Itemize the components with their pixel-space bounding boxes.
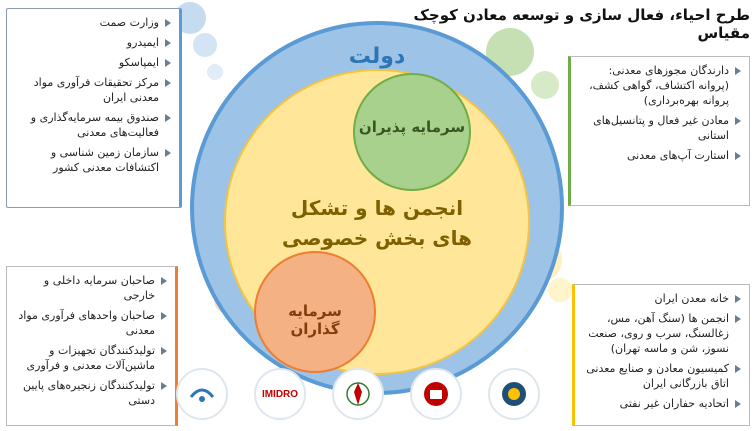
list-item: تولیدکنندگان تجهیزات و ماشین‌آلات معدنی … — [15, 343, 167, 373]
deco-bubble — [174, 2, 206, 34]
deco-bubble — [207, 64, 223, 80]
list-item: صاحبان واحدهای فرآوری مواد معدنی — [15, 308, 167, 338]
list-item: معادن غیر فعال و پتانسیل‌های استانی — [579, 113, 741, 143]
logo-imidro: IMIDRO — [254, 368, 306, 420]
list-item: تولیدکنندگان زنجیره‌های پایین دستی — [15, 378, 167, 408]
investors-circle — [254, 251, 376, 373]
deco-bubble — [486, 28, 534, 76]
list-item: ایمپاسکو — [15, 55, 171, 70]
investors-box: صاحبان سرمایه داخلی و خارجی صاحبان واحده… — [6, 266, 178, 426]
page-title: طرح احیاء، فعال سازی و توسعه معادن کوچک … — [413, 6, 750, 42]
list-item: سازمان زمین شناسی و اکتشافات معدنی کشور — [15, 145, 171, 175]
center-label-line2: های بخش خصوصی — [281, 226, 473, 250]
list-item: ایمیدرو — [15, 35, 171, 50]
list-item: خانه معدن ایران — [583, 291, 741, 306]
imidro-logo-text: IMIDRO — [261, 388, 299, 400]
list-item: وزارت صمت — [15, 15, 171, 30]
center-label-line1: انجمن ها و تشکل — [290, 196, 464, 220]
investees-circle — [353, 73, 471, 191]
logos-row: IMIDRO — [176, 364, 568, 426]
logo-chamber — [488, 368, 540, 420]
government-label: دولت — [348, 44, 406, 69]
logo-emblem — [332, 368, 384, 420]
associations-box: خانه معدن ایران انجمن ها (سنگ آهن، مس، ز… — [572, 284, 750, 426]
investees-label: سرمایه پذیران — [358, 118, 466, 136]
logo-1 — [176, 368, 228, 420]
list-item: انجمن ها (سنگ آهن، مس، زغالسنگ، سرب و رو… — [583, 311, 741, 356]
list-item: صندوق بیمه سرمایه‌گذاری و فعالیت‌های معد… — [15, 110, 171, 140]
investees-box: دارندگان مجوزهای معدنی: (پروانه اکتشاف، … — [568, 56, 750, 206]
deco-bubble — [531, 71, 559, 99]
list-item: مرکز تحقیقات فرآوری مواد معدنی ایران — [15, 75, 171, 105]
investors-label: سرمایه گذاران — [288, 302, 342, 338]
logo-mine-house — [410, 368, 462, 420]
deco-bubble — [193, 33, 217, 57]
list-item: اتحادیه حفاران غیر نفتی — [583, 396, 741, 411]
deco-bubble — [548, 278, 572, 302]
list-item: دارندگان مجوزهای معدنی: (پروانه اکتشاف، … — [579, 63, 741, 108]
list-item: صاحبان سرمایه داخلی و خارجی — [15, 273, 167, 303]
list-item: استارت آپ‌های معدنی — [579, 148, 741, 163]
list-item: کمیسیون معادن و صنایع معدنی اتاق بازرگان… — [583, 361, 741, 391]
government-bodies-box: وزارت صمت ایمیدرو ایمپاسکو مرکز تحقیقات … — [6, 8, 182, 208]
